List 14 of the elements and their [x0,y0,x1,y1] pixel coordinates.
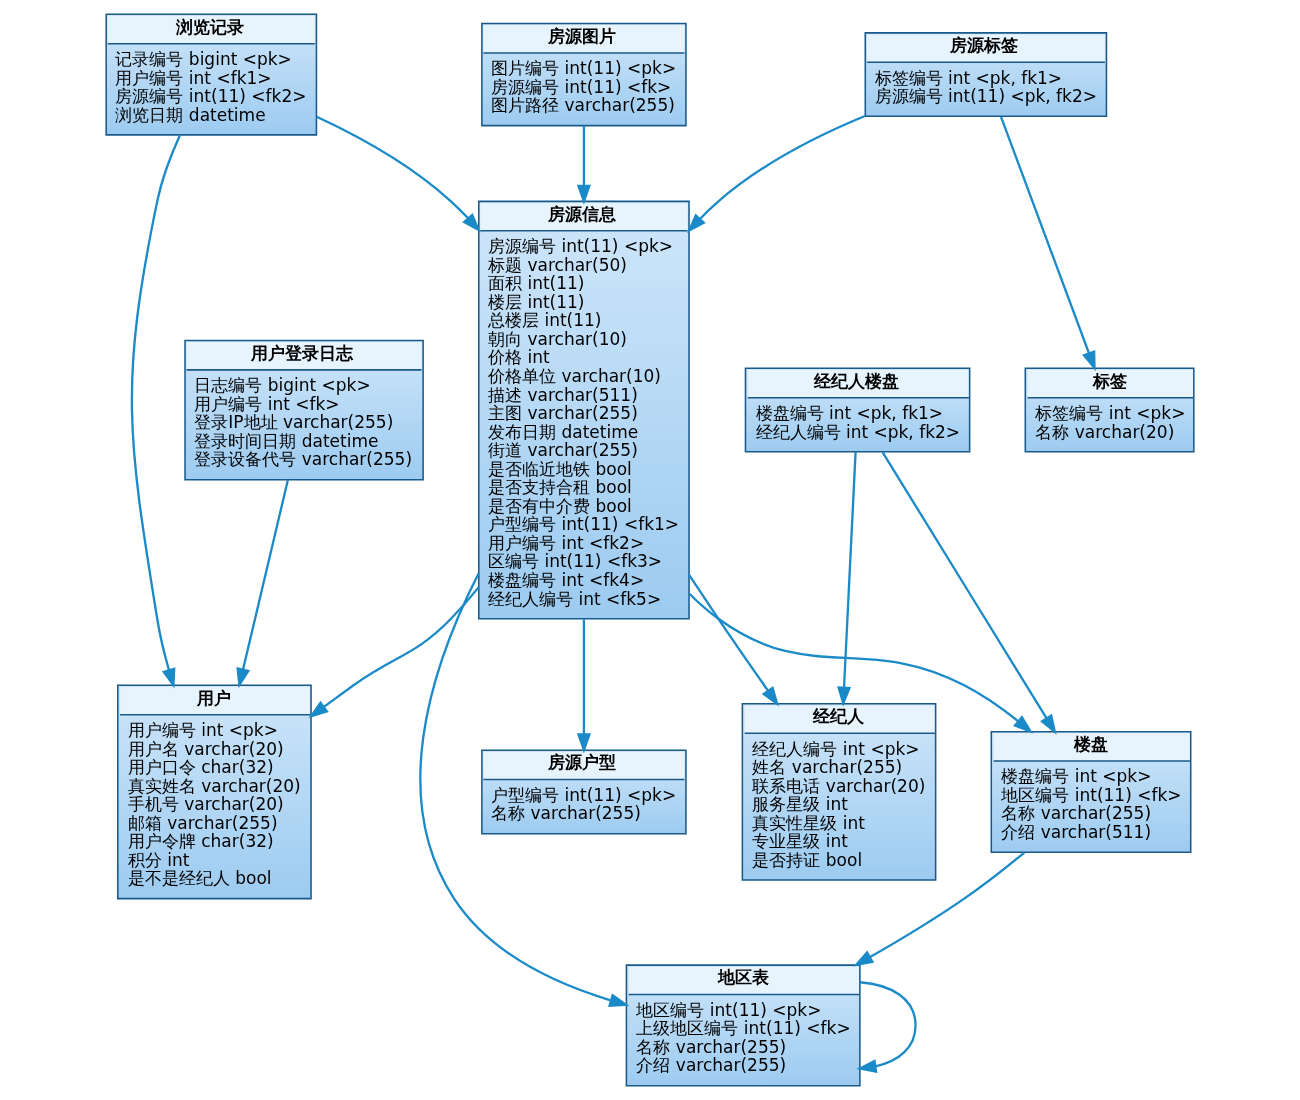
arrow [856,981,917,1074]
arrow [316,115,481,233]
arrow [881,451,1057,735]
arrow [837,452,857,707]
arrow [130,134,182,689]
arrow [308,586,480,719]
arrow [999,116,1096,372]
arrow [419,573,630,1007]
arrow [576,619,591,754]
arrow [688,574,780,707]
arrow [686,114,866,234]
arrow [853,851,1026,967]
arrow [576,125,591,205]
arrow [236,479,290,689]
